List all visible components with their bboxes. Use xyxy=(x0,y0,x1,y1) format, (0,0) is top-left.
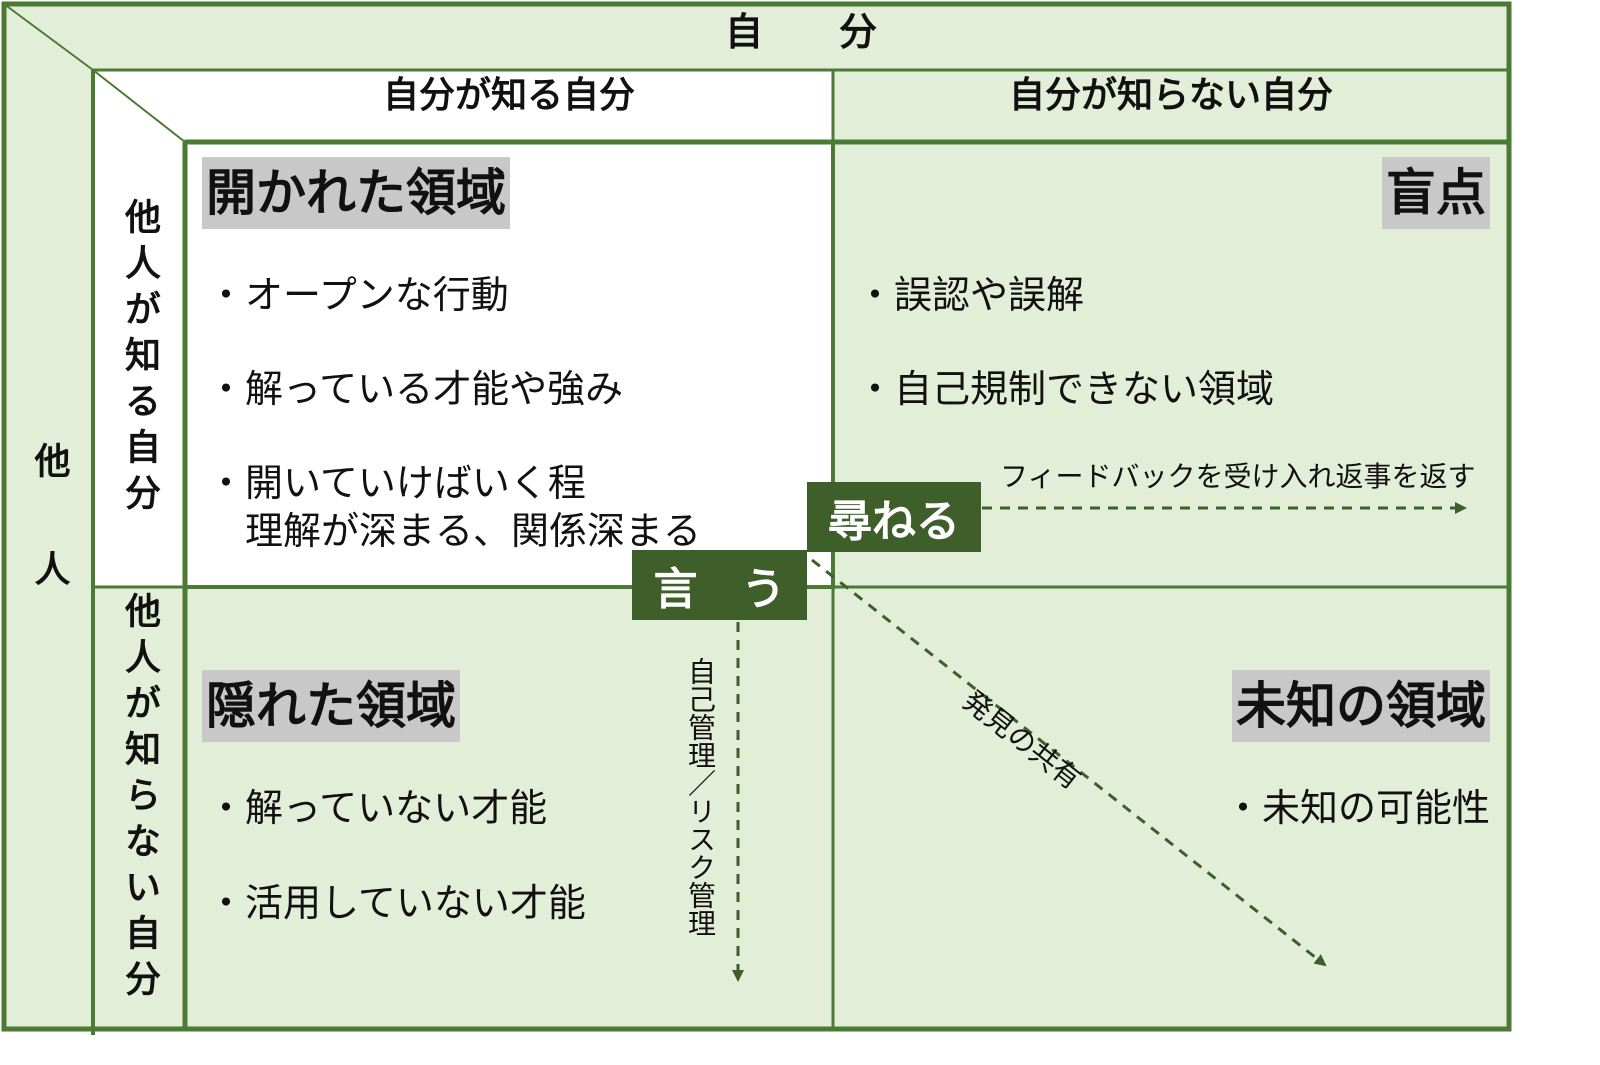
hidden-area-title: 隠れた領域 xyxy=(202,670,460,742)
blind-spot-title: 盲点 xyxy=(1382,157,1490,229)
ask-action-box: 尋ねる xyxy=(807,482,981,552)
col-header-known-cell xyxy=(93,70,833,142)
outer-frame xyxy=(1,1,1512,1032)
unknown-area-title: 未知の領域 xyxy=(1232,670,1490,742)
unknown-item-1: ・未知の可能性 xyxy=(1223,786,1490,830)
tell-action-box: 言 う xyxy=(632,550,807,620)
row-header-known-to-others: 他人が知る自分 xyxy=(119,198,160,520)
open-item-3-line1: ・開いていけばいく程 xyxy=(207,461,586,505)
discovery-arrow xyxy=(811,558,1327,967)
col-header-unknown-to-self: 自分が知らない自分 xyxy=(1008,75,1333,116)
corner-diagonal-outer xyxy=(3,3,94,71)
hidden-item-2: ・活用していない才能 xyxy=(207,881,586,925)
row-header-unknown-to-others: 他人が知らない自分 xyxy=(119,592,160,1006)
open-item-3-line2: 理解が深まる、関係深まる xyxy=(245,508,702,553)
blind-item-2: ・自己規制できない領域 xyxy=(856,367,1275,411)
corner-diagonal-inner xyxy=(92,69,186,143)
row-header-known-cell xyxy=(93,142,185,587)
open-item-2: ・解っている才能や強み xyxy=(207,367,624,411)
open-quadrant-border xyxy=(183,140,835,589)
blind-item-1: ・誤認や誤解 xyxy=(856,273,1085,317)
top-header-self: 自 分 xyxy=(724,10,877,54)
col-header-known-to-self: 自分が知る自分 xyxy=(382,75,635,116)
open-area-title: 開かれた領域 xyxy=(202,157,510,229)
open-item-3: ・開いていけばいく程 理解が深まる、関係深まる xyxy=(207,460,701,555)
feedback-label: フィードバックを受け入れ返事を返す xyxy=(1000,460,1476,493)
self-management-label: 自己管理／リスク管理 xyxy=(684,657,717,937)
self-management-label-wrap: 自己管理／リスク管理 xyxy=(684,657,717,937)
left-header-others: 他 人 xyxy=(28,442,70,586)
hidden-item-1: ・解っていない才能 xyxy=(207,786,548,830)
open-item-1: ・オープンな行動 xyxy=(207,273,509,317)
